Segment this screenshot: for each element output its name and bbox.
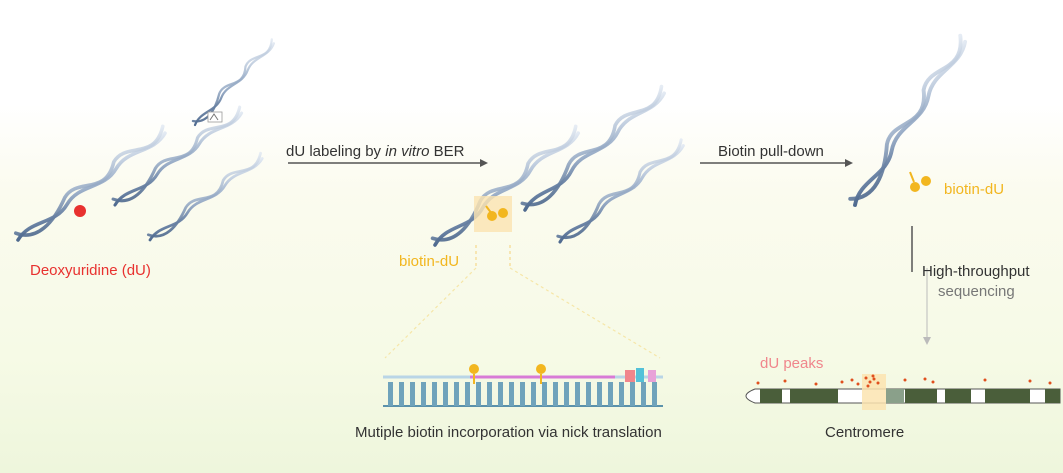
chromosome <box>745 374 1061 410</box>
deoxyuridine-label: Deoxyuridine (dU) <box>30 262 151 279</box>
base-pair-rung <box>630 382 635 406</box>
du-peak-dot <box>871 374 875 378</box>
biotin-du-label-right: biotin-dU <box>944 181 1005 198</box>
base-pair-rung <box>487 382 492 406</box>
dna-group-right <box>810 33 1005 207</box>
small-dna-fragment-icon <box>207 111 223 123</box>
base-pair-rung <box>553 382 558 406</box>
base-pair-rung <box>421 382 426 406</box>
base-pair-rung <box>641 382 646 406</box>
dna-helix <box>175 38 292 127</box>
du-peaks-label: dU peaks <box>760 355 824 372</box>
du-peak-dot <box>840 380 844 384</box>
arrow-pulldown <box>700 159 853 167</box>
dna-group-middle <box>384 84 702 359</box>
du-peak-dot <box>1048 381 1052 385</box>
polymerase-marker <box>636 368 644 382</box>
base-pair-rung <box>498 382 503 406</box>
base-pair-rung <box>454 382 459 406</box>
sequencing-label-line1: High-throughput <box>922 263 1030 280</box>
nick-translation-ladder <box>383 364 663 407</box>
labeling-step-label: dU labeling by in vitro BER <box>286 143 465 160</box>
base-pair-rung <box>608 382 613 406</box>
base-pair-rung <box>476 382 481 406</box>
biotin-icon <box>909 171 931 192</box>
base-pair-rung <box>410 382 415 406</box>
nick-translation-caption: Mutiple biotin incorporation via nick tr… <box>355 424 662 441</box>
du-peak-dot <box>864 376 868 380</box>
base-pair-rung <box>465 382 470 406</box>
base-pair-rung <box>509 382 514 406</box>
dna-helix <box>499 84 688 212</box>
arrow-sequencing <box>911 226 931 345</box>
base-pair-rung <box>597 382 602 406</box>
du-peak-dot <box>983 378 987 382</box>
polymerase-marker <box>648 370 656 382</box>
pulldown-step-label: Biotin pull-down <box>718 143 824 160</box>
base-pair-rung <box>586 382 591 406</box>
du-peak-dots <box>756 374 1052 388</box>
biotin-icon <box>469 364 479 384</box>
base-pair-rung <box>564 382 569 406</box>
du-peak-dot <box>850 378 854 382</box>
base-pair-rungs <box>388 382 657 406</box>
dna-group-left <box>0 38 292 242</box>
du-peak-dot <box>866 384 870 388</box>
base-pair-rung <box>399 382 404 406</box>
du-peak-dot <box>903 378 907 382</box>
arrow-labeling <box>288 159 488 167</box>
biotin-icon <box>536 364 546 384</box>
dna-helix <box>810 33 1005 207</box>
du-peak-dot <box>1028 379 1032 383</box>
base-pair-rung <box>432 382 437 406</box>
base-pair-rung <box>531 382 536 406</box>
base-pair-rung <box>443 382 448 406</box>
biotin-du-label-middle: biotin-dU <box>399 253 460 270</box>
sequencing-label-line2: sequencing <box>938 283 1015 300</box>
base-pair-rung <box>575 382 580 406</box>
polymerase-marker <box>625 370 635 382</box>
base-pair-rung <box>619 382 624 406</box>
du-peak-dot <box>872 377 876 381</box>
du-peak-dot <box>856 382 860 386</box>
du-peak-dot <box>931 380 935 384</box>
centromere-caption: Centromere <box>825 424 905 441</box>
du-peak-dot <box>923 377 927 381</box>
deoxyuridine-dot <box>74 205 86 217</box>
base-pair-rung <box>388 382 393 406</box>
base-pair-rung <box>520 382 525 406</box>
base-pair-rung <box>652 382 657 406</box>
dna-helix <box>539 138 702 244</box>
dna-helix <box>0 124 185 242</box>
du-peak-dot <box>783 379 787 383</box>
du-peak-dot <box>868 380 872 384</box>
du-peak-dot <box>756 381 760 385</box>
base-pair-rung <box>542 382 547 406</box>
du-peak-dot <box>876 381 880 385</box>
du-peak-dot <box>814 382 818 386</box>
biotin-icon <box>485 205 508 221</box>
